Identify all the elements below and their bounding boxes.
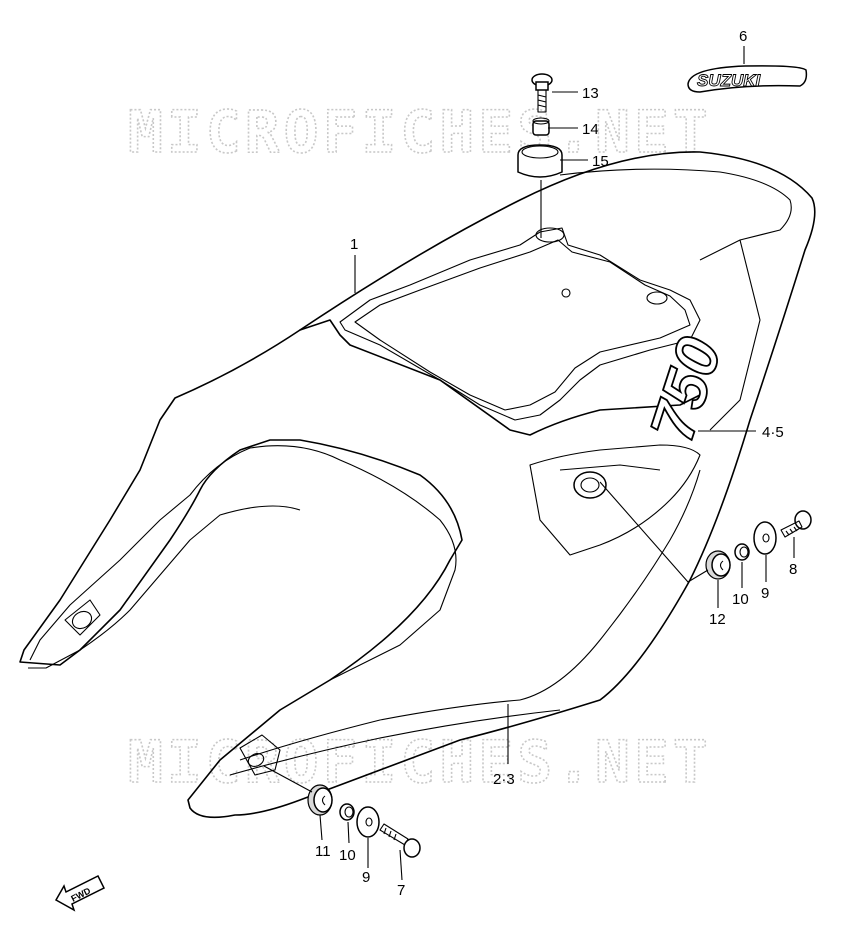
callout-8: 8 xyxy=(789,561,797,578)
part-6-suzuki-emblem: SUZUKI xyxy=(687,65,808,93)
callout-9-right: 9 xyxy=(761,585,769,602)
callout-14: 14 xyxy=(582,121,599,138)
callout-13: 13 xyxy=(582,85,599,102)
leader-lines xyxy=(263,46,795,881)
callout-10-lower: 10 xyxy=(339,847,356,864)
watermark-bottom: MICROFICHES.NET xyxy=(128,728,712,796)
suzuki-emblem-text: SUZUKI xyxy=(697,71,762,90)
part-15-cushion xyxy=(517,144,563,178)
callout-2-3: 2·3 xyxy=(493,771,515,788)
callout-7: 7 xyxy=(397,882,405,899)
callout-12: 12 xyxy=(709,611,726,628)
callout-6: 6 xyxy=(739,28,747,45)
callout-11: 11 xyxy=(315,843,331,860)
fwd-arrow-icon: FWD xyxy=(54,874,106,912)
part-13-screw xyxy=(531,73,553,113)
part-14-nut xyxy=(532,117,550,136)
part-11-grommet xyxy=(307,784,333,816)
callout-9-lower: 9 xyxy=(362,869,370,886)
part-10-collar-right xyxy=(734,543,750,561)
part-12-grommet xyxy=(705,550,731,580)
part-10-collar-lower xyxy=(339,803,355,821)
part-9-washer-lower xyxy=(356,806,380,838)
part-8-bolt-right xyxy=(780,510,812,538)
seat-tail-cowl xyxy=(19,151,816,819)
part-7-bolt-lower xyxy=(379,823,421,858)
callout-1: 1 xyxy=(350,236,358,253)
watermark-top: MICROFICHES.NET xyxy=(128,98,712,166)
callout-15: 15 xyxy=(592,153,609,170)
callout-10-right: 10 xyxy=(732,591,749,608)
part-9-washer-right xyxy=(753,521,777,555)
callout-4-5: 4·5 xyxy=(762,424,784,441)
